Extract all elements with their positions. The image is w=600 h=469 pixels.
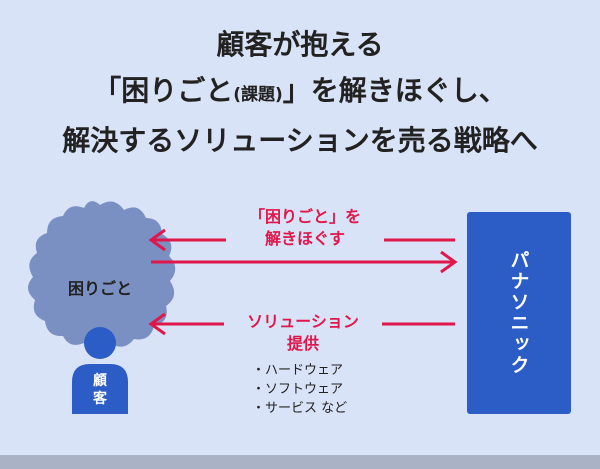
title-line-3: 解決するソリューションを売る戦略へ bbox=[62, 124, 538, 157]
title-line-2-post: 」を解きほぐし、 bbox=[282, 74, 507, 107]
untangle-label: 「困りごと」を 解きほぐす bbox=[226, 206, 384, 250]
problem-cloud bbox=[27, 201, 176, 349]
untangle-label-line-2: 解きほぐす bbox=[264, 229, 345, 248]
title-line-2-small: (課題) bbox=[233, 85, 283, 105]
arrow-top-head bbox=[148, 228, 166, 252]
panasonic-label: パナソニック bbox=[507, 250, 530, 376]
solution-item-hardware: ・ハードウェア bbox=[252, 363, 344, 378]
panasonic-box: パナソニック bbox=[467, 212, 571, 414]
customer-head bbox=[84, 327, 116, 359]
solution-label-line-2: 提供 bbox=[286, 334, 319, 353]
customer-label: 顧客 bbox=[93, 373, 107, 407]
solution-list: ・ハードウェア ・ソフトウェア ・サービス など bbox=[252, 361, 347, 418]
bottom-strip bbox=[0, 455, 600, 469]
title-line-1: 顧客が抱える bbox=[216, 28, 384, 61]
arrow-bottom-head bbox=[148, 312, 166, 336]
main-title: 顧客が抱える 「困りごと(課題)」を解きほぐし、 解決するソリューションを売る戦… bbox=[0, 22, 600, 164]
title-line-2-pre: 「困りごと bbox=[93, 74, 234, 107]
solution-item-software: ・ソフトウェア bbox=[252, 382, 344, 397]
untangle-label-line-1: 「困りごと」を bbox=[248, 207, 361, 226]
arrow-middle-head bbox=[440, 250, 458, 274]
problem-label: 困りごと bbox=[67, 279, 132, 298]
solution-label: ソリューション 提供 bbox=[224, 311, 382, 355]
customer-body bbox=[72, 364, 128, 414]
title-line-2: 「困りごと(課題)」を解きほぐし、 bbox=[0, 68, 600, 118]
solution-item-service: ・サービス など bbox=[252, 401, 348, 416]
solution-label-line-1: ソリューション bbox=[247, 312, 359, 331]
